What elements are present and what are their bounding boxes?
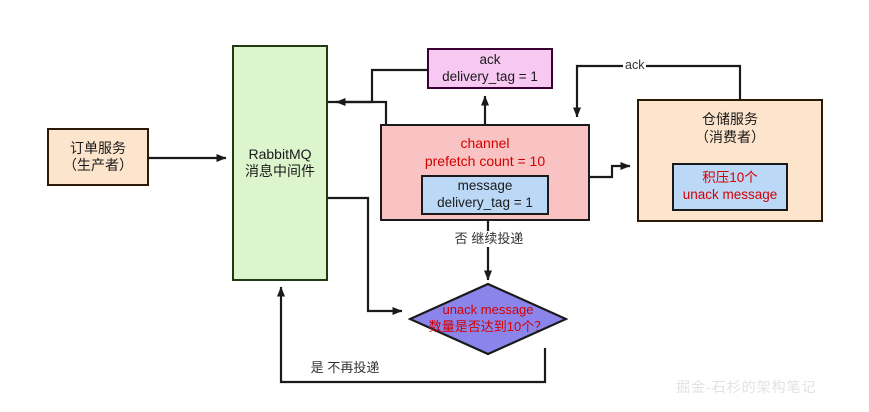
node-warehouse-service-line2: （消费者） — [695, 128, 765, 145]
node-ack-message: ack delivery_tag = 1 — [427, 48, 553, 89]
node-unack-backlog-line2: unack message — [682, 187, 778, 202]
node-channel-line2: prefetch count = 10 — [424, 152, 546, 169]
node-message-line2: delivery_tag = 1 — [437, 195, 533, 210]
edge-label-ack: ack — [623, 58, 647, 74]
edge-broker-to-channel — [328, 100, 388, 125]
edge-label-yes-branch-line2: 不再投递 — [327, 360, 380, 375]
node-order-service-line2: （生产者） — [63, 157, 133, 173]
node-order-service: 订单服务 （生产者） — [47, 128, 149, 186]
node-unack-backlog-line1: 积压10个 — [702, 170, 758, 186]
decision-label: unack message 数量是否达到10个？ — [408, 282, 568, 356]
node-ack-message-line2: delivery_tag = 1 — [442, 68, 538, 84]
edge-label-yes-branch-line1: 是 — [310, 360, 324, 375]
decision-diamond-shape — [408, 282, 568, 356]
decision-label-line2: 数量是否达到10个？ — [428, 319, 548, 334]
node-ack-message-line1: ack — [479, 51, 501, 67]
edge-channel-to-consumer — [590, 162, 631, 179]
node-warehouse-service-line1: 仓储服务 — [702, 111, 758, 127]
node-rabbitmq-broker: RabbitMQ 消息中间件 — [232, 45, 328, 281]
node-channel-line1: channel — [460, 135, 510, 151]
edge-label-no-branch-line1: 否 — [454, 231, 468, 246]
edge-ack-to-broker — [335, 68, 427, 106]
node-decision-unack-count: unack message 数量是否达到10个？ — [408, 282, 568, 356]
node-unack-backlog: 积压10个 unack message — [672, 163, 788, 211]
edge-label-no-branch: 否 继续投递 — [440, 231, 538, 248]
node-rabbitmq-broker-line1: RabbitMQ — [248, 145, 312, 162]
node-rabbitmq-broker-line2: 消息中间件 — [245, 163, 315, 179]
node-channel: channel prefetch count = 10 message deli… — [380, 124, 590, 221]
watermark: 掘金-石杉的架构笔记 — [676, 379, 817, 395]
edge-label-yes-branch: 是 不再投递 — [295, 360, 395, 377]
decision-label-line1: unack message — [442, 302, 534, 318]
node-message-line1: message — [457, 178, 513, 194]
node-order-service-line1: 订单服务 — [70, 139, 126, 156]
node-warehouse-service: 仓储服务 （消费者） 积压10个 unack message — [637, 99, 823, 222]
edge-label-no-branch-line2: 继续投递 — [471, 231, 524, 246]
node-message: message delivery_tag = 1 — [421, 175, 549, 215]
